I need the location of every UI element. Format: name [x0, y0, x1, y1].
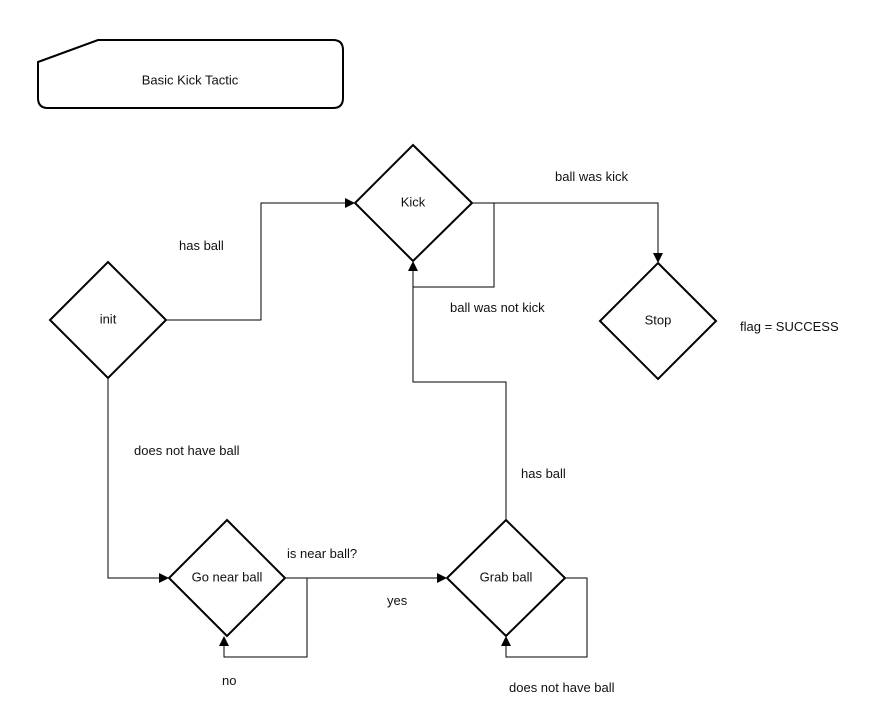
node-init-label: init	[100, 311, 117, 326]
arrowhead-grab-bottom	[501, 636, 511, 646]
arrowhead-stop-top	[653, 253, 663, 263]
node-kick-label: Kick	[401, 194, 426, 209]
label-near-ball-question: is near ball?	[287, 546, 357, 561]
label-grab-has-ball: has ball	[521, 466, 566, 481]
arrowhead-kick-left	[345, 198, 355, 208]
label-kick-success: ball was kick	[555, 169, 628, 184]
label-near-ball-yes: yes	[387, 593, 408, 608]
title-box: Basic Kick Tactic	[37, 39, 344, 109]
edge-grab-to-kick	[412, 270, 507, 520]
edge-init-to-go-near-ball	[107, 378, 160, 579]
node-kick: Kick	[353, 143, 474, 263]
node-grab-ball: Grab ball	[445, 518, 567, 638]
label-init-has-ball: has ball	[179, 238, 224, 253]
node-init: init	[48, 260, 168, 380]
edge-kick-to-stop	[472, 202, 659, 254]
edge-init-to-kick	[166, 202, 346, 321]
node-go-near-ball: Go near ball	[167, 518, 287, 638]
arrowhead-go-near-ball-left	[159, 573, 169, 583]
stop-flag-note: flag = SUCCESS	[740, 319, 839, 334]
edges	[107, 198, 663, 658]
label-init-not-has-ball: does not have ball	[134, 443, 240, 458]
node-stop-label: Stop	[645, 312, 672, 327]
node-stop: Stop	[598, 261, 718, 381]
node-go-near-ball-label: Go near ball	[192, 569, 263, 584]
arrowhead-grab-ball-left	[437, 573, 447, 583]
label-kick-retry: ball was not kick	[450, 300, 545, 315]
node-grab-ball-label: Grab ball	[480, 569, 533, 584]
edge-go-near-self-loop	[223, 577, 308, 658]
label-grab-not-has-ball: does not have ball	[509, 680, 615, 695]
edge-grab-self-loop	[505, 577, 588, 658]
title-text: Basic Kick Tactic	[142, 72, 239, 87]
label-near-ball-no: no	[222, 673, 236, 688]
arrowhead-kick-bottom	[408, 261, 418, 271]
arrowhead-go-near-bottom	[219, 636, 229, 646]
